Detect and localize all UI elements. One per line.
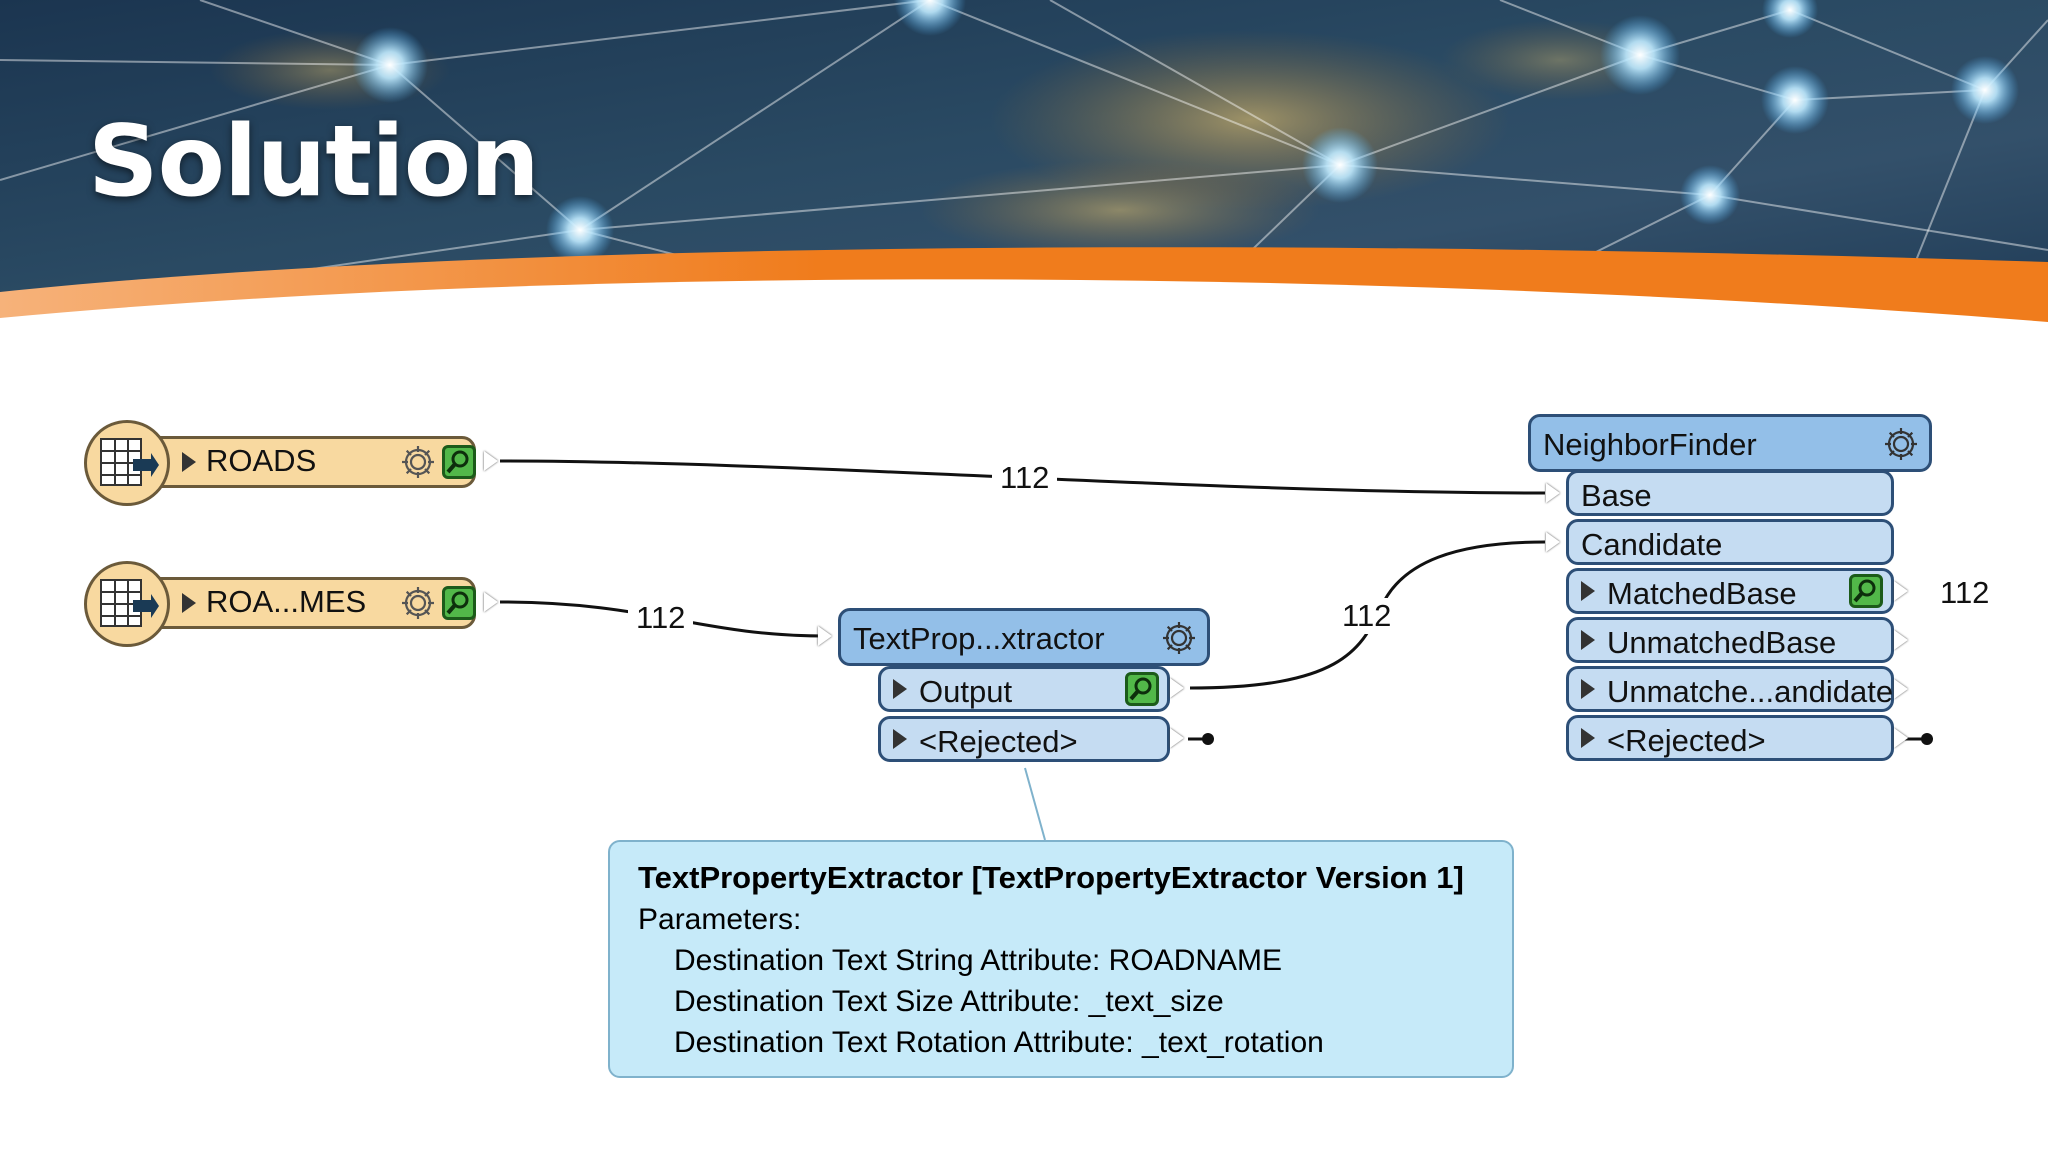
expand-arrow-icon[interactable] — [893, 679, 907, 699]
tooltip-param: Destination Text Size Attribute: _text_s… — [674, 985, 1224, 1018]
port-label: UnmatchedBase — [1607, 625, 1837, 660]
output-port-arrow-icon[interactable] — [484, 592, 498, 612]
transformer-neighbor-finder[interactable]: NeighborFinder Base Candidate MatchedBas… — [1524, 412, 1944, 772]
reader-roads[interactable]: ROADS — [84, 418, 504, 508]
transformer-header[interactable]: TextProp...xtractor — [838, 608, 1210, 666]
feature-count-label: 112 — [1334, 598, 1400, 634]
table-reader-icon — [100, 579, 159, 627]
gear-icon[interactable] — [398, 442, 438, 482]
output-port-rejected[interactable]: <Rejected> — [878, 716, 1170, 762]
transformer-title: NeighborFinder — [1543, 427, 1757, 462]
port-label: <Rejected> — [1607, 723, 1766, 758]
input-port-arrow-icon[interactable] — [818, 626, 832, 646]
output-port-arrow-icon[interactable] — [1170, 728, 1184, 748]
reader-label: ROA...MES — [206, 584, 367, 619]
tooltip-param: Destination Text String Attribute: ROADN… — [674, 944, 1283, 977]
tooltip-param: Destination Text Rotation Attribute: _te… — [674, 1026, 1324, 1059]
output-port-rejected[interactable]: <Rejected> — [1566, 715, 1894, 761]
output-port-arrow-icon[interactable] — [1170, 678, 1184, 698]
output-port-arrow-icon[interactable] — [1894, 728, 1908, 748]
tooltip-title: TextPropertyExtractor [TextPropertyExtra… — [638, 860, 1464, 895]
output-port-arrow-icon[interactable] — [1894, 581, 1908, 601]
gear-icon[interactable] — [398, 583, 438, 623]
transformer-text-property-extractor[interactable]: TextProp...xtractor Output <Rejected> — [818, 606, 1218, 768]
table-reader-icon — [100, 438, 159, 486]
reader-roames[interactable]: ROA...MES — [84, 559, 504, 649]
rejected-terminal-dot — [1921, 733, 1933, 745]
header-banner — [0, 0, 2048, 330]
expand-arrow-icon[interactable] — [893, 729, 907, 749]
expand-arrow-icon[interactable] — [182, 452, 196, 472]
output-port-unmatched-candidate[interactable]: Unmatche...andidate — [1566, 666, 1894, 712]
output-port-arrow-icon[interactable] — [484, 451, 498, 471]
output-port-unmatched-base[interactable]: UnmatchedBase — [1566, 617, 1894, 663]
output-port-arrow-icon[interactable] — [1894, 679, 1908, 699]
magnifier-icon[interactable] — [1125, 672, 1159, 706]
feature-count-label: 112 — [1932, 575, 1998, 611]
output-port-matched-base[interactable]: MatchedBase — [1566, 568, 1894, 614]
input-port-candidate[interactable]: Candidate — [1566, 519, 1894, 565]
input-port-base[interactable]: Base — [1566, 470, 1894, 516]
input-port-arrow-icon[interactable] — [1546, 483, 1560, 503]
expand-arrow-icon[interactable] — [182, 593, 196, 613]
tooltip-pointer-line — [1024, 767, 1046, 841]
rejected-terminal-dot — [1202, 733, 1214, 745]
feature-count-label: 112 — [992, 460, 1058, 496]
magnifier-icon[interactable] — [1849, 574, 1883, 608]
expand-arrow-icon[interactable] — [1581, 679, 1595, 699]
port-label: Unmatche...andidate — [1607, 674, 1894, 709]
port-label: Candidate — [1581, 527, 1723, 562]
transformer-header[interactable]: NeighborFinder — [1528, 414, 1932, 472]
output-port-arrow-icon[interactable] — [1894, 630, 1908, 650]
gear-icon[interactable] — [1881, 424, 1921, 464]
feature-count-label: 112 — [628, 600, 694, 636]
transformer-tooltip: TextPropertyExtractor [TextPropertyExtra… — [608, 840, 1514, 1078]
tooltip-params-label: Parameters: — [638, 903, 802, 936]
transformer-title: TextProp...xtractor — [853, 621, 1105, 656]
port-label: Output — [919, 674, 1013, 709]
expand-arrow-icon[interactable] — [1581, 728, 1595, 748]
port-label: Base — [1581, 478, 1652, 513]
reader-label: ROADS — [206, 443, 317, 478]
expand-arrow-icon[interactable] — [1581, 581, 1595, 601]
magnifier-icon[interactable] — [442, 586, 476, 620]
gear-icon[interactable] — [1159, 618, 1199, 658]
output-port-output[interactable]: Output — [878, 666, 1170, 712]
slide-title: Solution — [88, 105, 540, 219]
magnifier-icon[interactable] — [442, 445, 476, 479]
input-port-arrow-icon[interactable] — [1546, 532, 1560, 552]
port-label: <Rejected> — [919, 724, 1078, 759]
port-label: MatchedBase — [1607, 576, 1797, 611]
expand-arrow-icon[interactable] — [1581, 630, 1595, 650]
